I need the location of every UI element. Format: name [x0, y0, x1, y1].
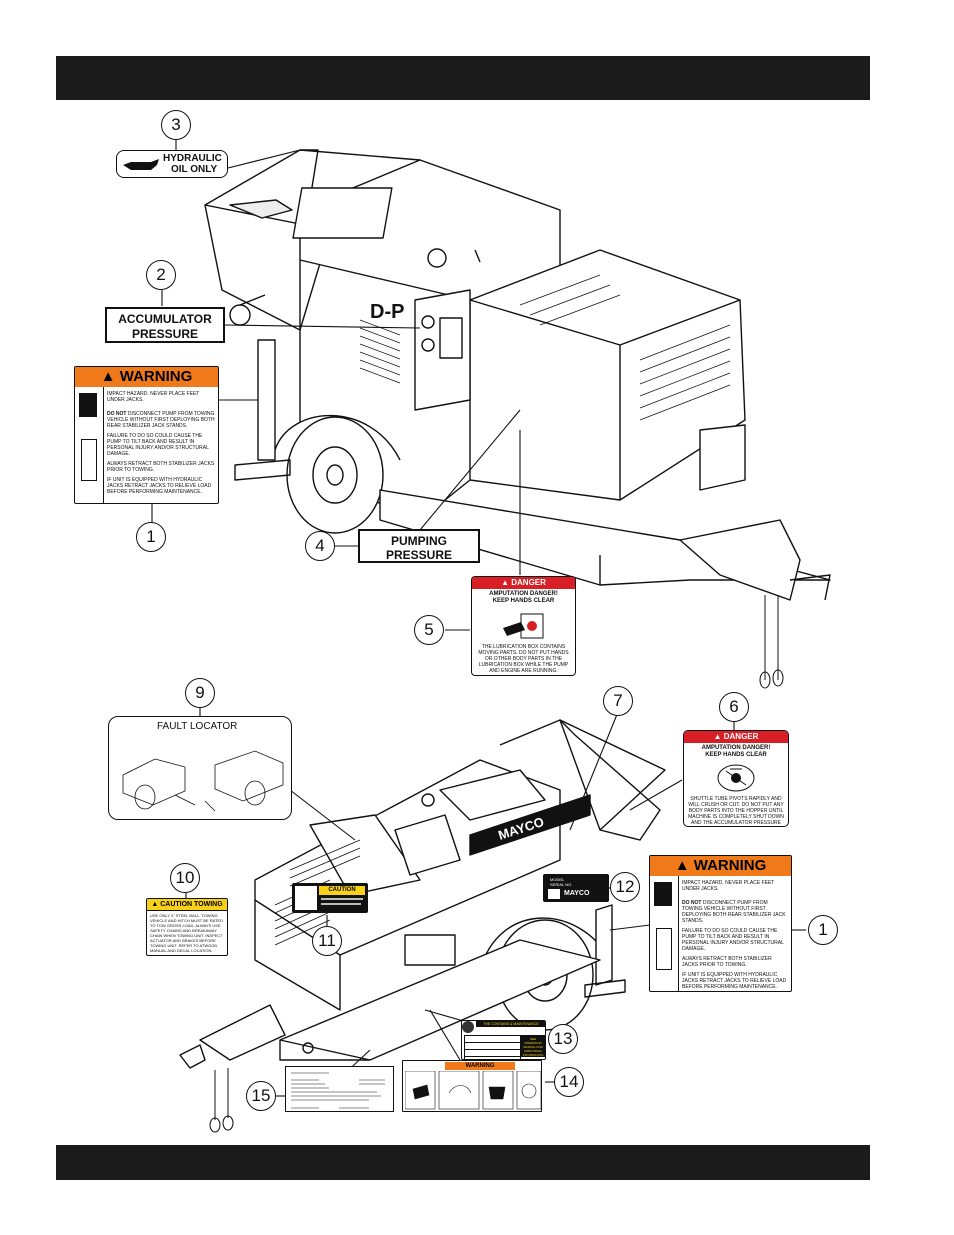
- danger6-header: DANGER: [723, 732, 759, 741]
- warning2-item-2a: DO NOT: [682, 900, 702, 906]
- fault-locator-decal: FAULT LOCATOR: [108, 716, 292, 820]
- hydraulic-line1: HYDRAULIC: [163, 153, 222, 164]
- footer-bar: [56, 1145, 870, 1180]
- jack-stand-icon-2: [656, 928, 672, 970]
- warning-triangle-icon-2: ▲: [674, 857, 690, 874]
- header-bar: [56, 56, 870, 100]
- document-text-lines: [291, 1072, 385, 1109]
- warning-jack-decal-bottom: ▲ WARNING IMPACT HAZARD. NEVER PLACE FEE…: [649, 855, 792, 992]
- hydraulic-line2: OIL ONLY: [171, 164, 218, 175]
- decal13-side: SEE OPERATION MANUAL FOR ADDITIONAL INFO…: [521, 1035, 545, 1057]
- warning-item-4: ALWAYS RETRACT BOTH STABILIZER JACKS PRI…: [107, 461, 215, 473]
- serial-brand: MAYCO: [564, 890, 590, 897]
- warning-item-2a: DO NOT: [107, 411, 127, 417]
- warning-header: WARNING: [119, 368, 193, 385]
- accumulator-line1: ACCUMULATOR: [118, 312, 212, 326]
- warning-item-2b: DISCONNECT PUMP FROM TOWING VEHICLE WITH…: [107, 411, 215, 429]
- danger6-title2: KEEP HANDS CLEAR: [705, 752, 767, 758]
- callout-9: 9: [185, 678, 215, 708]
- warning2-item-5: IF UNIT IS EQUIPPED WITH HYDRAULIC JACKS…: [682, 972, 787, 990]
- caution-hood-decal: CAUTION: [292, 883, 368, 913]
- foot-crush-icon-2: [654, 882, 672, 906]
- callout-14: 14: [554, 1067, 584, 1097]
- mayco-logo-icon: [548, 889, 560, 899]
- top-machine-drawing: D-P: [204, 149, 831, 689]
- danger6-triangle-icon: ▲: [713, 732, 722, 741]
- danger-triangle-icon: ▲: [501, 578, 509, 587]
- warning-item-1: IMPACT HAZARD. NEVER PLACE FEET UNDER JA…: [107, 391, 200, 403]
- warning2-item-2b: DISCONNECT PUMP FROM TOWING VEHICLE WITH…: [682, 900, 786, 924]
- fault-locator-title: FAULT LOCATOR: [157, 721, 238, 732]
- callout-5: 5: [414, 615, 444, 645]
- pumping-line2: PRESSURE: [385, 548, 453, 562]
- caution-towing-header: CAUTION TOWING: [160, 901, 223, 908]
- foot-crush-icon: [79, 393, 97, 417]
- danger-lube-box-decal: ▲ DANGER AMPUTATION DANGER! KEEP HANDS C…: [471, 576, 576, 676]
- serial-number-plate: MODEL SERIAL NO. MAYCO: [543, 874, 609, 902]
- decal13-header: THE CONTAINS & MAINTENANCE: [476, 1021, 545, 1027]
- shuttle-tube-icon: [717, 764, 755, 792]
- caution-towing-body: USE ONLY 2" STEEL BALL. TOWING VEHICLE A…: [150, 913, 223, 953]
- machine-logo: D-P: [370, 301, 404, 323]
- document-label-decal: [285, 1066, 394, 1112]
- caution-towing-decal: ▲ CAUTION TOWING USE ONLY 2" STEEL BALL.…: [146, 898, 228, 956]
- danger5-body: THE LUBRICATION BOX CONTAINS MOVING PART…: [478, 644, 569, 674]
- callout-2: 2: [146, 260, 176, 290]
- danger-hopper-decal: ▲ DANGER AMPUTATION DANGER! KEEP HANDS C…: [683, 730, 789, 827]
- warning-jack-decal-top: ▲ WARNING IMPACT HAZARD. NEVER PLACE FEE…: [74, 366, 219, 504]
- callout-15: 15: [246, 1081, 276, 1111]
- callout-12: 12: [610, 872, 640, 902]
- callout-7: 7: [603, 686, 633, 716]
- warning-item-5: IF UNIT IS EQUIPPED WITH HYDRAULIC JACKS…: [107, 477, 212, 495]
- warning2-item-3: FAILURE TO DO SO COULD CAUSE THE PUMP TO…: [682, 928, 784, 952]
- warning-triangle-icon: ▲: [100, 368, 116, 385]
- jack-stand-icon: [81, 439, 97, 481]
- danger6-title1: AMPUTATION DANGER!: [701, 745, 771, 751]
- fault-locator-illustration: [122, 750, 284, 812]
- accumulator-pressure-label: ACCUMULATOR PRESSURE: [105, 307, 225, 343]
- accumulator-line2: PRESSURE: [131, 327, 199, 341]
- callout-10: 10: [170, 863, 200, 893]
- warning-header-2: WARNING: [693, 857, 767, 874]
- callout-1-top: 1: [136, 522, 166, 552]
- hood-pinch-icon: [295, 886, 317, 910]
- warning2-item-1: IMPACT HAZARD. NEVER PLACE FEET UNDER JA…: [682, 880, 775, 892]
- danger5-title2: KEEP HANDS CLEAR: [492, 598, 555, 604]
- warning-item-3: FAILURE TO DO SO COULD CAUSE THE PUMP TO…: [107, 433, 209, 457]
- info-icon: [462, 1021, 474, 1033]
- pumping-pressure-label: PUMPING PRESSURE: [358, 529, 480, 563]
- oil-can-icon: [123, 159, 159, 170]
- callout-4: 4: [305, 531, 335, 561]
- caution-triangle-icon: ▲: [151, 901, 159, 908]
- warning-multipanel-decal: WARNING: [402, 1060, 542, 1112]
- caution11-header: CAUTION: [319, 886, 365, 895]
- callout-1-bottom: 1: [808, 915, 838, 945]
- model-label: MODEL: [550, 877, 565, 882]
- hand-crush-icon: [502, 613, 543, 639]
- callout-11: 11: [312, 926, 342, 956]
- serial-label: SERIAL NO.: [550, 882, 573, 887]
- warning-pictograms: [405, 1071, 541, 1110]
- danger5-title1: AMPUTATION DANGER!: [489, 591, 558, 597]
- warning2-item-4: ALWAYS RETRACT BOTH STABILIZER JACKS PRI…: [682, 956, 772, 968]
- pumping-line1: PUMPING: [390, 534, 447, 548]
- danger6-body: SHUTTLE TUBE PIVOTS RAPIDLY AND WILL CRU…: [688, 796, 784, 826]
- maintenance-decal: THE CONTAINS & MAINTENANCE SEE OPERATION…: [461, 1020, 546, 1060]
- danger5-header: DANGER: [511, 578, 546, 587]
- bottom-machine-drawing: MAYCO: [179, 719, 666, 1133]
- callout-6: 6: [719, 692, 749, 722]
- callout-13: 13: [548, 1024, 578, 1054]
- callout-3: 3: [161, 110, 191, 140]
- decal14-header: WARNING: [445, 1062, 515, 1070]
- hydraulic-oil-decal: HYDRAULIC OIL ONLY: [116, 150, 228, 178]
